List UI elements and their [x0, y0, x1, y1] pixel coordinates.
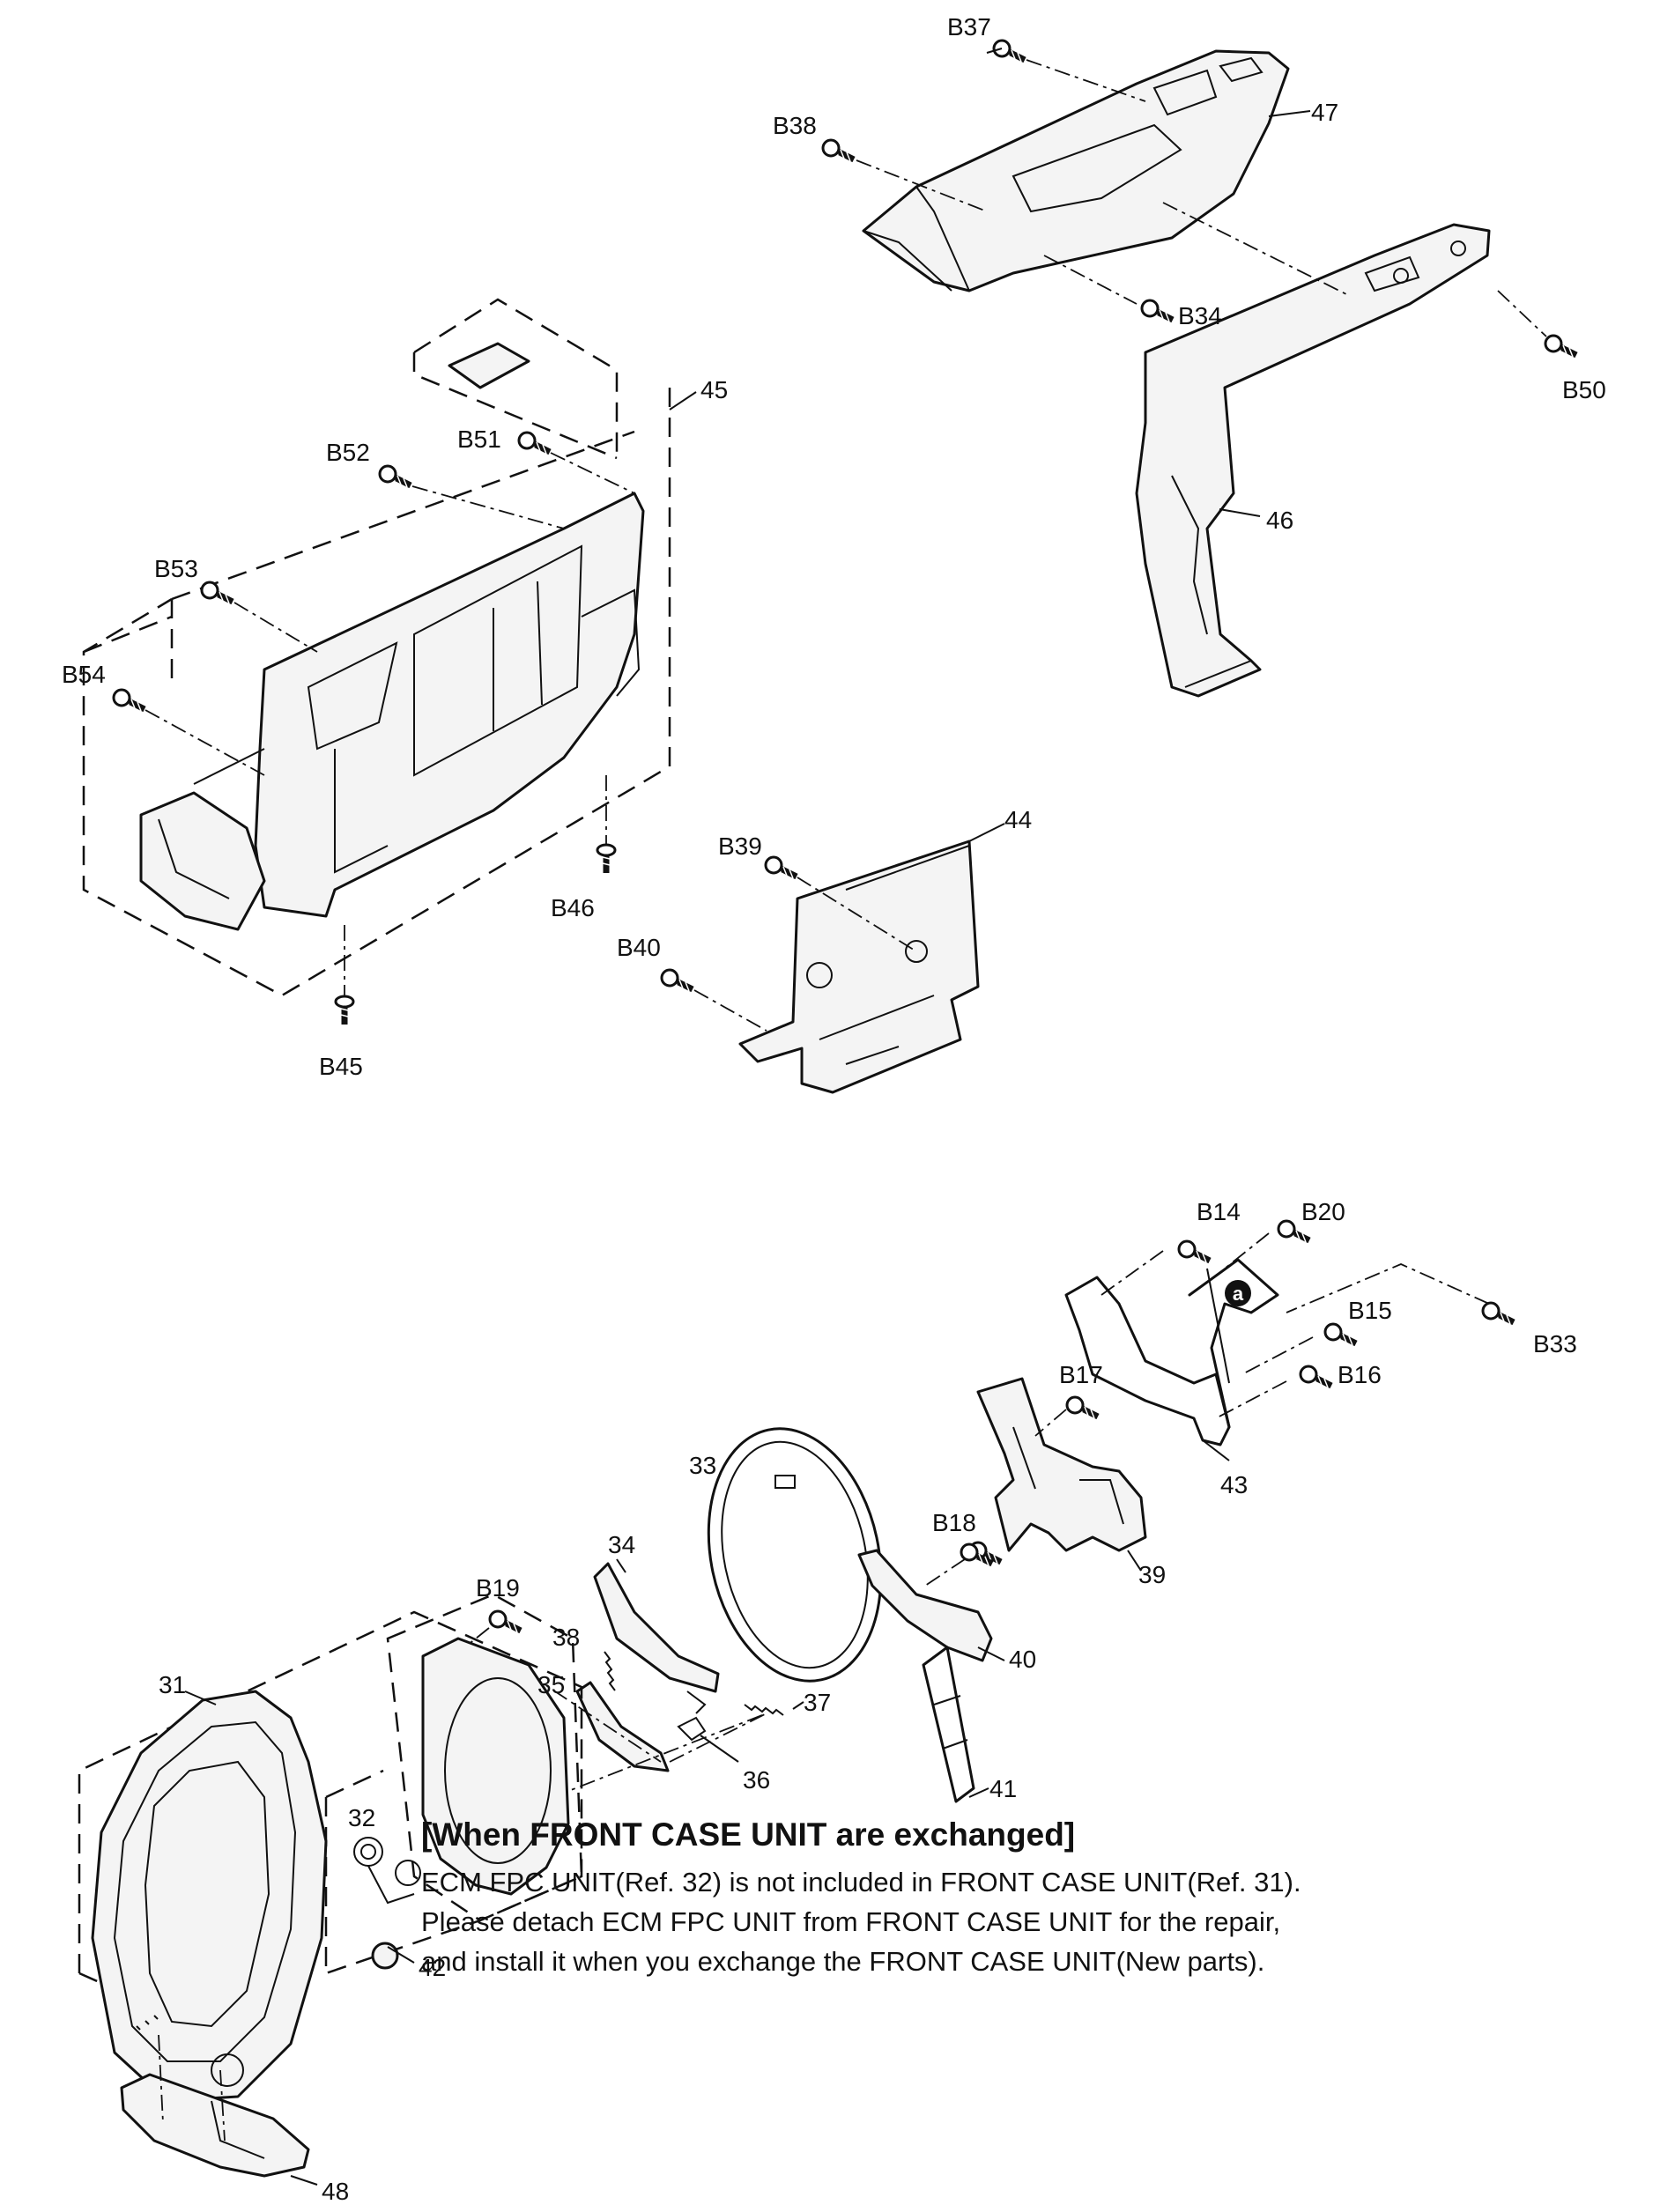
top-right-leaders	[856, 48, 1547, 517]
plate-43	[1064, 1258, 1279, 1446]
inner-frame	[421, 1637, 570, 1896]
label-40: 40	[1009, 1646, 1036, 1673]
circle-a-label: a	[1233, 1283, 1244, 1305]
label-b15: B15	[1348, 1297, 1392, 1324]
label-b17: B17	[1059, 1361, 1103, 1388]
part-34	[593, 1562, 720, 1714]
bracket-44-leaders	[693, 823, 1005, 1032]
label-44: 44	[1004, 806, 1032, 833]
label-47: 47	[1311, 99, 1338, 126]
circle-a-marker	[1225, 1280, 1251, 1306]
unit-39	[976, 1377, 1147, 1552]
label-b54: B54	[62, 661, 106, 688]
frame-unit-45-dashed-box	[82, 298, 671, 997]
label-b20: B20	[1301, 1198, 1345, 1225]
label-31: 31	[159, 1671, 186, 1698]
label-45: 45	[700, 376, 728, 403]
lower-middle-leaders	[440, 1558, 1005, 1842]
label-b46: B46	[551, 894, 595, 921]
label-32: 32	[348, 1804, 375, 1831]
part-labels: B37 B38 47 B34 B50 46 45 B51 B52 B53 B54…	[62, 13, 1606, 2205]
ecm-fpc-32	[353, 1837, 421, 1905]
note-line: ECM FPC UNIT(Ref. 32) is not included in…	[421, 1867, 1301, 1898]
spring-37	[744, 1704, 784, 1716]
note-line: and install it when you exchange the FRO…	[421, 1946, 1265, 1977]
label-48: 48	[322, 2178, 349, 2205]
label-b37: B37	[947, 13, 991, 41]
front-case-31	[91, 1690, 328, 2103]
bracket-44-screws	[662, 857, 797, 991]
replacement-note: [When FRONT CASE UNIT are exchanged] ECM…	[421, 1816, 1584, 1981]
label-b19: B19	[476, 1574, 520, 1602]
part-40	[857, 1549, 993, 1662]
note-title: [When FRONT CASE UNIT are exchanged]	[421, 1816, 1076, 1853]
label-33: 33	[689, 1452, 716, 1479]
label-b33: B33	[1533, 1330, 1577, 1358]
label-b51: B51	[457, 425, 501, 453]
label-b18: B18	[932, 1509, 976, 1536]
lower-right-leaders	[1034, 1232, 1490, 1572]
label-b38: B38	[773, 112, 817, 139]
label-42: 42	[419, 1954, 446, 1981]
bracket-44	[738, 840, 980, 1094]
label-b53: B53	[154, 555, 198, 582]
label-b34: B34	[1178, 302, 1222, 329]
label-43: 43	[1220, 1471, 1248, 1498]
part-36	[677, 1716, 707, 1742]
label-b52: B52	[326, 439, 370, 466]
label-b40: B40	[617, 934, 661, 961]
label-41: 41	[989, 1775, 1017, 1802]
frame-45-leaders	[145, 391, 697, 997]
frame-45	[139, 342, 645, 931]
label-b45: B45	[319, 1053, 363, 1080]
ring-33	[707, 1427, 883, 1683]
label-36: 36	[743, 1766, 770, 1794]
lower-left-leaders	[158, 1690, 415, 2186]
part-42	[371, 1942, 399, 1970]
label-37: 37	[804, 1689, 831, 1716]
spring-38	[604, 1651, 616, 1691]
label-b50: B50	[1562, 376, 1606, 403]
handle-cover-47	[862, 49, 1290, 292]
inner-frame-dashed-box	[386, 1593, 583, 1922]
fpc-41	[922, 1646, 975, 1803]
part-35	[575, 1681, 670, 1772]
label-b39: B39	[718, 832, 762, 860]
note-line: Please detach ECM FPC UNIT from FRONT CA…	[421, 1906, 1281, 1937]
label-38: 38	[552, 1624, 580, 1651]
label-b16: B16	[1338, 1361, 1382, 1388]
label-46: 46	[1266, 507, 1293, 534]
handle-frame-46	[1135, 223, 1491, 698]
label-35: 35	[537, 1671, 565, 1698]
label-34: 34	[608, 1531, 635, 1558]
cover-48	[120, 2073, 310, 2178]
label-b14: B14	[1197, 1198, 1241, 1225]
label-39: 39	[1138, 1561, 1166, 1588]
